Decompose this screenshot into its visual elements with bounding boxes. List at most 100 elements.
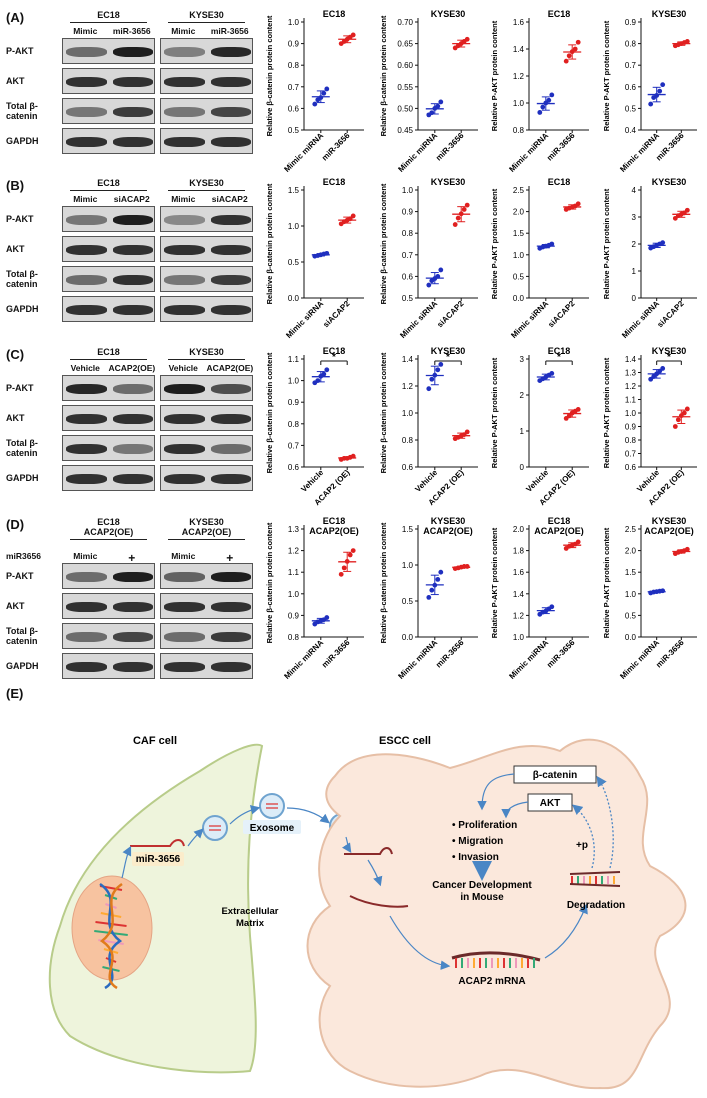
fragment xyxy=(569,883,621,887)
y-tick-label: 2 xyxy=(632,240,637,249)
protein-band xyxy=(112,107,153,117)
y-tick-label: 0.8 xyxy=(288,633,300,642)
lane-label: Vehicle xyxy=(70,363,100,373)
arrow xyxy=(229,805,261,825)
data-point xyxy=(455,215,461,221)
mir3656-row-label: miR3656 xyxy=(6,551,41,561)
protein-band xyxy=(164,414,205,424)
protein-band xyxy=(210,444,251,454)
protein-band xyxy=(66,137,107,147)
blot-strip xyxy=(160,465,253,491)
y-tick-label: 2.0 xyxy=(513,208,525,217)
data-point xyxy=(438,362,444,367)
protein-band xyxy=(164,474,205,484)
panel-label: (D) xyxy=(6,517,25,532)
header-underline xyxy=(168,190,245,191)
data-point xyxy=(324,615,330,620)
y-tick-label: 0.7 xyxy=(288,83,300,92)
protein-band xyxy=(210,632,251,642)
cell-header: EC18 ACAP2(OE) xyxy=(83,517,134,537)
y-tick-label: 0.6 xyxy=(402,463,414,472)
arrow xyxy=(286,807,330,824)
protein-band xyxy=(210,137,251,147)
y-tick-label: 1.0 xyxy=(402,186,414,195)
y-tick-label: 0.9 xyxy=(625,423,637,432)
y-tick-label: 1.0 xyxy=(513,99,525,108)
y-axis-label: Relative P-AKT protein content xyxy=(490,527,499,638)
significance-star: * xyxy=(446,352,450,363)
chart-title: EC18 xyxy=(323,346,346,356)
dotted-arrow xyxy=(572,804,595,869)
y-tick-label: 0.9 xyxy=(288,40,300,49)
y-tick-label: 1.3 xyxy=(288,525,300,534)
blot-strip xyxy=(160,206,253,232)
data-point xyxy=(464,36,470,42)
phenotype-migration: • Migration xyxy=(452,836,503,847)
data-point xyxy=(549,604,555,610)
protein-band xyxy=(210,414,251,424)
x-tick-label: siACAP2 xyxy=(655,299,686,330)
arrow xyxy=(477,773,515,811)
dna-rung xyxy=(94,930,128,936)
lane-label: Mimic xyxy=(73,194,98,204)
x-tick-label: miR-3656 xyxy=(545,638,577,670)
protein-band xyxy=(164,107,205,117)
header-underline xyxy=(168,539,245,540)
protein-band xyxy=(112,414,153,424)
y-tick-label: 1.4 xyxy=(513,45,525,54)
y-tick-label: 1.0 xyxy=(288,377,300,386)
y-tick-label: 0.7 xyxy=(402,251,414,260)
y-axis-label: Relative P-AKT protein content xyxy=(602,20,611,131)
y-tick-label: 1.4 xyxy=(402,355,414,364)
plus-p-label: +p xyxy=(576,840,588,851)
dna-strand xyxy=(99,882,123,990)
scatter-chart: KYSE30ACAP2(OE)0.00.51.01.52.02.5Relativ… xyxy=(602,516,697,680)
protein-band xyxy=(210,215,251,225)
row-label: AKT xyxy=(6,76,25,86)
protein-band xyxy=(66,77,107,87)
blot-strip xyxy=(62,266,155,292)
chart-title: KYSE30 xyxy=(431,346,466,356)
row-label: GAPDH xyxy=(6,661,39,671)
header-underline xyxy=(70,190,147,191)
dna-rung xyxy=(95,921,127,927)
y-tick-label: 0.8 xyxy=(402,229,414,238)
blot-strip xyxy=(62,296,155,322)
chart-title: KYSE30 xyxy=(652,9,687,19)
protein-band xyxy=(210,474,251,484)
y-tick-label: 1.5 xyxy=(625,568,637,577)
row-label: P-AKT xyxy=(6,46,34,56)
protein-band xyxy=(66,602,107,612)
chart-title: EC18 xyxy=(548,516,571,526)
protein-band xyxy=(210,572,251,582)
y-tick-label: 0.5 xyxy=(288,258,300,267)
protein-band xyxy=(66,275,107,285)
blot-strip xyxy=(160,563,253,589)
data-point xyxy=(672,424,678,429)
y-tick-label: 1.2 xyxy=(288,547,300,556)
x-tick-label: miR-3656 xyxy=(434,131,466,163)
y-tick-label: 1.0 xyxy=(513,633,525,642)
data-point xyxy=(341,565,347,571)
protein-band xyxy=(164,632,205,642)
y-tick-label: 4 xyxy=(632,186,637,195)
chart-title: KYSE30 xyxy=(652,346,687,356)
y-tick-label: 1.0 xyxy=(288,590,300,599)
y-tick-label: 2.5 xyxy=(625,525,637,534)
data-point xyxy=(435,103,441,109)
y-tick-label: 0.6 xyxy=(625,83,637,92)
exosome-cargo xyxy=(209,825,221,831)
lane-label: Vehicle xyxy=(168,363,198,373)
protein-band xyxy=(112,662,153,672)
y-tick-label: 0.5 xyxy=(288,126,300,135)
x-tick-label: miR-3656 xyxy=(320,131,352,163)
data-point xyxy=(426,386,432,392)
row-label: GAPDH xyxy=(6,304,39,314)
row-label: GAPDH xyxy=(6,136,39,146)
blot-strip xyxy=(62,653,155,679)
y-axis-label: Relative P-AKT protein content xyxy=(602,188,611,299)
